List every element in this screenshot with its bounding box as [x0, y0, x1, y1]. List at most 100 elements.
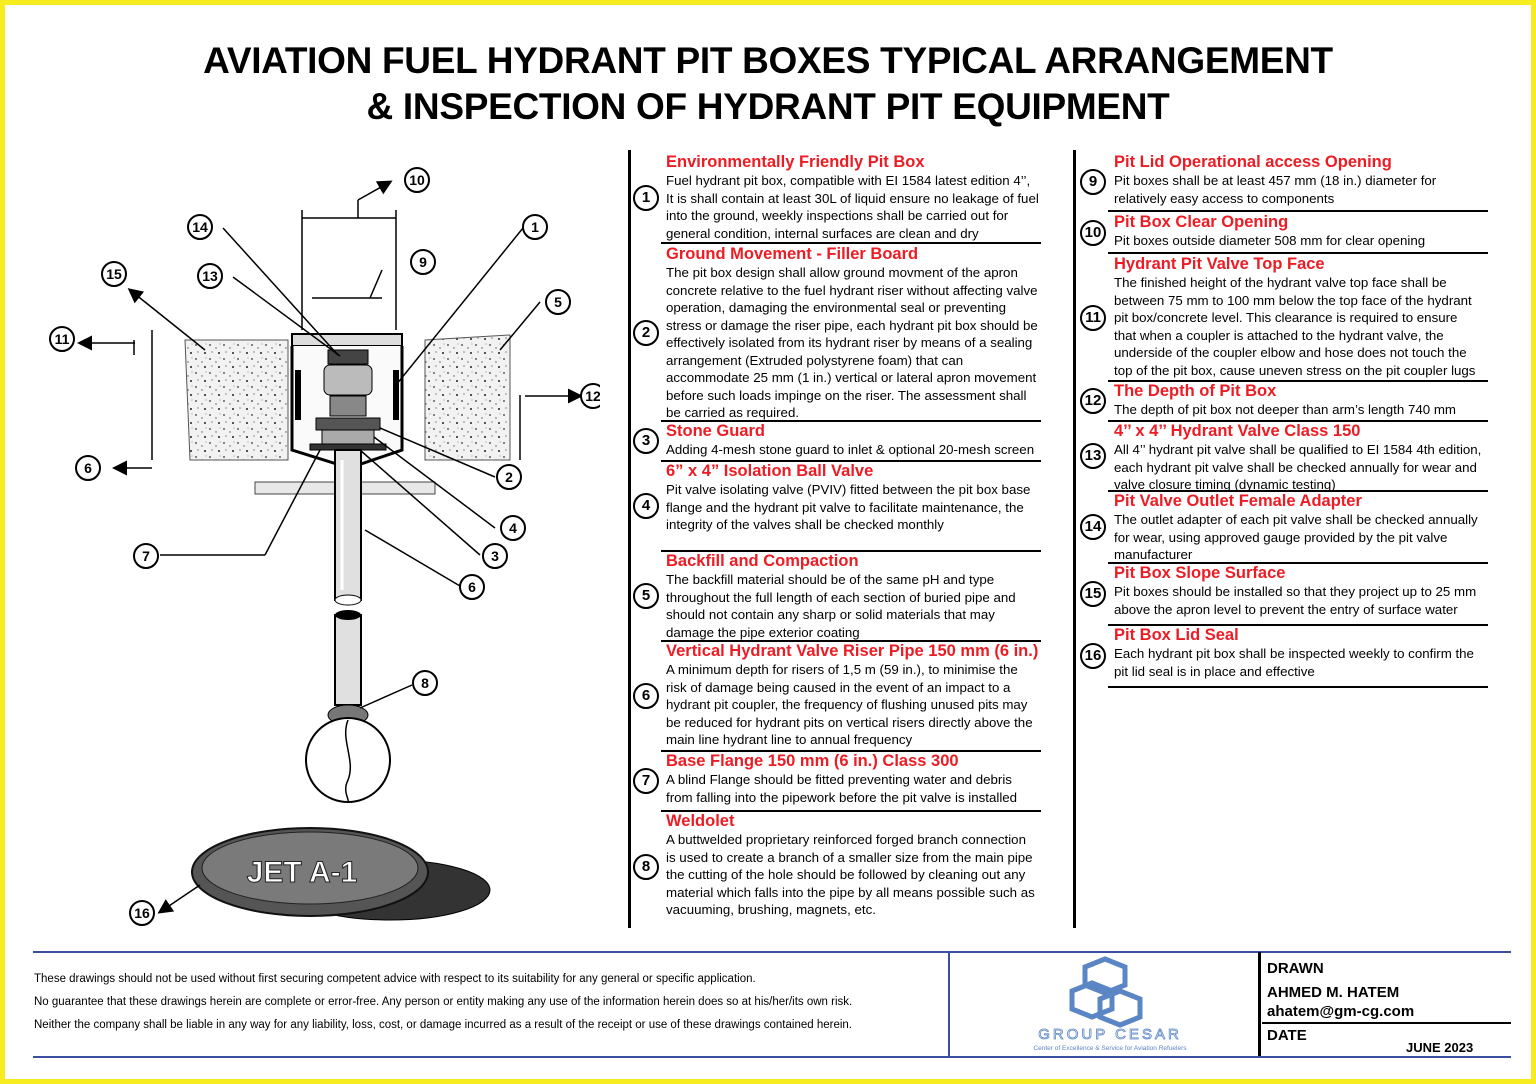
item-title: The Depth of Pit Box: [1114, 382, 1277, 400]
item-body-line: effectively isolated from its hydrant ri…: [666, 335, 1033, 350]
item-separator: [661, 550, 1041, 552]
item-body-line: A minimum depth for risers of 1,5 m (59 …: [666, 662, 1018, 677]
item-title: Pit Valve Outlet Female Adapter: [1114, 492, 1362, 510]
callout-6a: 6: [468, 579, 476, 595]
item-body-line: manufacturer: [1114, 547, 1193, 562]
item-body-line: flange and the hydrant pit valve to faci…: [666, 499, 1024, 515]
item-number-badge: 1: [633, 185, 659, 211]
callout-7: 7: [142, 548, 150, 564]
item-body-line: The pit box design shall allow ground mo…: [666, 265, 1018, 280]
item-body-line: Pit valve isolating valve (PVIV) fitted …: [666, 482, 1031, 497]
callout-15: 15: [106, 266, 122, 282]
footer-rule-top: [33, 951, 1511, 953]
item-body-line: for wear, using approved gauge provided …: [1114, 529, 1448, 545]
item-title: Pit Lid Operational access Opening: [1114, 153, 1392, 171]
item-title: Base Flange 150 mm (6 in.) Class 300: [666, 752, 959, 770]
item-separator: [1108, 624, 1488, 626]
drawn-name: AHMED M. HATEM: [1267, 984, 1400, 1001]
item-separator: [661, 750, 1041, 752]
item-separator: [1108, 490, 1488, 492]
item-number-badge: 6: [633, 683, 659, 709]
footer-divider-2: [1258, 952, 1261, 1056]
item-body-line: Pit boxes outside diameter 508 mm for cl…: [1114, 233, 1426, 248]
item-body-line: risk of damage being caused in the event…: [666, 679, 1011, 695]
item-body-line: relatively easy access to components: [1114, 190, 1335, 206]
item-body-line: operation, damaging the environmental se…: [666, 300, 1007, 315]
item-body-line: A blind Flange should be fitted preventi…: [666, 772, 1012, 787]
item-separator: [661, 640, 1041, 642]
item-body-line: hydrant pit coupler, the frequency of fl…: [666, 697, 1028, 712]
item-separator: [1108, 686, 1488, 688]
item-body-line: arrangement (Extruded polystyrene foam) …: [666, 352, 964, 368]
callout-4: 4: [509, 520, 517, 536]
item-body-line: Pit boxes shall be at least 457 mm (18 i…: [1114, 173, 1437, 188]
item-body-line: be reduced for hydrant pits on vertical …: [666, 714, 1033, 730]
column-rule-mid: [1073, 150, 1076, 928]
item-number-badge: 12: [1080, 388, 1106, 414]
item-body-line: The depth of pit box not deeper than arm…: [1114, 402, 1456, 417]
callout-6b: 6: [84, 460, 92, 476]
item-body-line: be carried as required.: [666, 405, 800, 420]
hydrant-valve-assembly: [309, 349, 387, 451]
item-separator: [661, 420, 1041, 422]
pit-box-diagram: 1 2 3 4 5 6 6 7 8 9 10 11 12 13 14 15 16…: [49, 167, 600, 926]
item-number-badge: 2: [633, 319, 659, 346]
item-title: Stone Guard: [666, 422, 766, 440]
item-body-line: All 4’’ hydrant pit valve shall be quali…: [1114, 442, 1482, 457]
item-body-line: material which falls into the pipe by al…: [666, 884, 1035, 900]
item-number-badge: 13: [1080, 443, 1106, 469]
item-separator: [1108, 252, 1488, 254]
item-body-line: The backfill material should be of the s…: [666, 572, 995, 587]
drawn-label: DRAWN: [1267, 960, 1324, 977]
callout-13: 13: [202, 268, 218, 284]
footer-rule-bottom: [33, 1056, 1511, 1058]
item-body-line: underside of the coupler elbow and hose …: [1114, 345, 1467, 360]
riser-pipe: [327, 449, 369, 726]
callout-3: 3: [491, 548, 499, 564]
item-body-line: valve closure timing (dynamic testing): [1114, 477, 1336, 492]
dimension-lines: [77, 180, 583, 476]
item-separator: [1108, 420, 1488, 422]
item-title: 6” x 4” Isolation Ball Valve: [666, 462, 874, 480]
item-number-badge: 11: [1080, 304, 1106, 331]
item-title: Environmentally Friendly Pit Box: [666, 153, 925, 171]
item-body-line: damage the pipe exterior coating: [666, 624, 860, 640]
item-separator: [661, 242, 1041, 244]
item-separator: [1108, 562, 1488, 564]
item-number-badge: 4: [633, 493, 659, 519]
item-body-line: Fuel hydrant pit box, compatible with EI…: [666, 173, 1031, 188]
item-body-line: pit box/concrete level. This clearance i…: [1114, 310, 1458, 325]
item-body-line: Adding 4-mesh stone guard to inlet & opt…: [666, 442, 1035, 457]
item-body-line: the cutting of the hole should be follow…: [666, 867, 1026, 882]
logo-tagline: Center of Excellence & Service for Aviat…: [1033, 1045, 1187, 1052]
item-title: Hydrant Pit Valve Top Face: [1114, 255, 1325, 273]
item-body-line: accommodate 25 mm (1 in.) vertical or la…: [666, 370, 1037, 385]
item-number-badge: 14: [1080, 514, 1106, 540]
item-body-line: stress or damage the riser pipe, each hy…: [666, 317, 1038, 333]
item-number-badge: 16: [1080, 643, 1106, 669]
main-pipe: [305, 717, 391, 803]
item-separator: [661, 810, 1041, 812]
item-title: Weldolet: [666, 812, 735, 830]
item-separator: [1108, 210, 1488, 212]
item-number-badge: 10: [1080, 220, 1106, 246]
item-body-line: It is shall contain at least 30L of liqu…: [666, 190, 1039, 206]
logo-name: GROUP CESAR: [1038, 1026, 1182, 1043]
date-label: DATE: [1267, 1027, 1307, 1044]
column-rule-left: [628, 150, 631, 928]
item-body-line: above the apron level to prevent the ent…: [1114, 601, 1458, 617]
item-body-line: that when a coupler is attached to the h…: [1114, 327, 1444, 343]
item-body-line: general condition, internal surfaces are…: [666, 225, 979, 241]
page-title-line1: AVIATION FUEL HYDRANT PIT BOXES TYPICAL …: [203, 40, 1333, 81]
pit-lid: JET A-1: [157, 827, 491, 921]
callout-8: 8: [421, 675, 429, 691]
callout-5: 5: [554, 294, 562, 310]
